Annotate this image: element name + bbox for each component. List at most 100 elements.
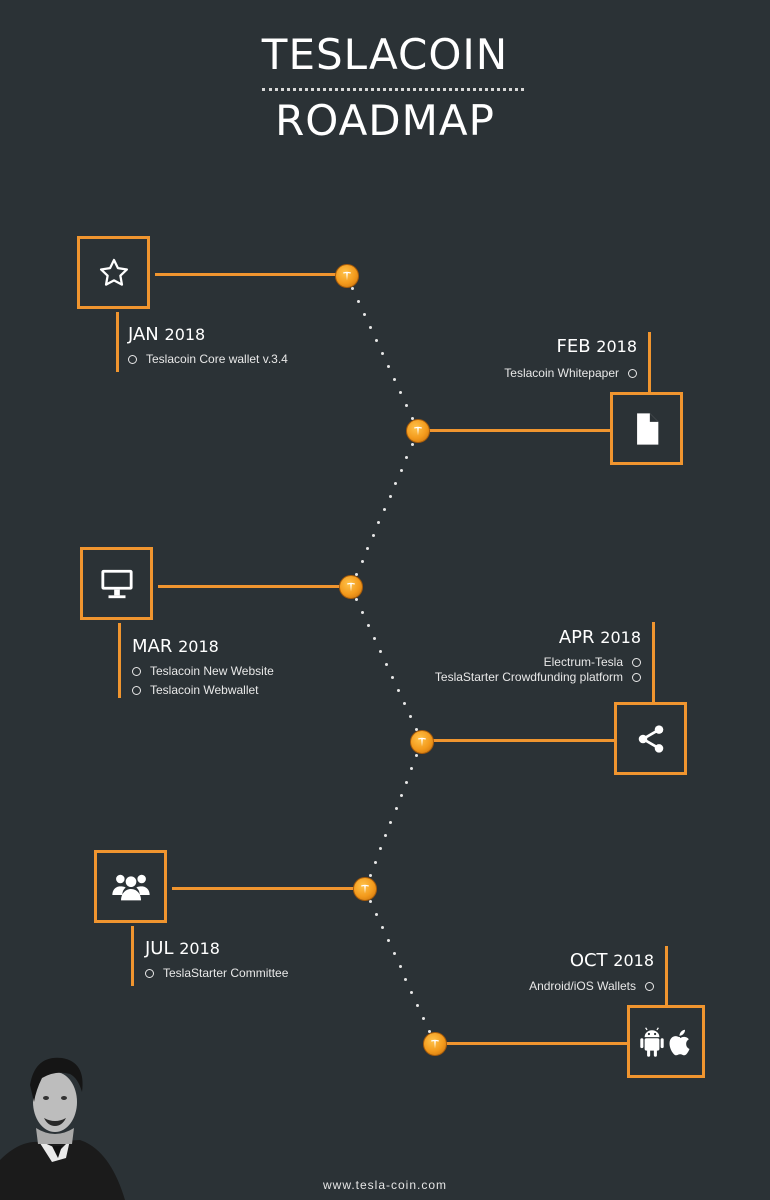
milestone-mar-item-2-label: Teslacoin Webwallet — [150, 683, 259, 697]
timeline-dot — [369, 326, 373, 330]
timeline-dot — [357, 300, 361, 304]
timeline-dot — [399, 793, 403, 797]
timeline-dot — [386, 939, 390, 943]
milestone-oct-coin — [423, 1032, 447, 1056]
milestone-apr-connector — [432, 739, 614, 742]
timeline-dot — [385, 663, 388, 666]
milestone-mar-year: 2018 — [178, 637, 219, 656]
bullet-circle-icon — [132, 666, 141, 676]
footer-url: www.tesla-coin.com — [322, 1178, 448, 1192]
milestone-feb-coin — [406, 419, 430, 443]
milestone-jan-year: 2018 — [164, 325, 206, 344]
timeline-dot — [381, 926, 384, 930]
timeline-dot — [381, 352, 384, 355]
milestone-apr-item-2: TeslaStarter Crowdfunding platform — [435, 670, 641, 684]
teslacoin-icon — [431, 1039, 439, 1049]
milestone-feb-icon-box — [610, 392, 683, 465]
milestone-feb-connector — [428, 429, 610, 432]
timeline-dot — [355, 598, 359, 602]
timeline-dot — [410, 990, 414, 994]
timeline-dot — [377, 520, 381, 524]
milestone-mar-item-2: Teslacoin Webwallet — [132, 683, 259, 697]
timeline-dot — [386, 364, 390, 368]
timeline-dot — [398, 390, 402, 394]
timeline-dot — [404, 977, 408, 981]
portrait-illustration — [0, 1057, 125, 1200]
milestone-apr-item-2-label: TeslaStarter Crowdfunding platform — [434, 670, 623, 684]
milestone-oct-vline — [665, 946, 668, 1006]
milestone-jan-coin — [335, 264, 359, 288]
milestone-oct-item-label: Android/iOS Wallets — [529, 979, 636, 993]
timeline-dot — [414, 727, 418, 731]
milestone-jul-icon-box — [94, 850, 167, 923]
milestone-jan-vline — [116, 312, 119, 372]
timeline-dot — [379, 847, 383, 851]
milestone-mar-connector — [158, 585, 340, 588]
timeline-dot — [408, 714, 412, 718]
milestone-oct-connector — [445, 1042, 627, 1045]
timeline-dot — [375, 339, 379, 343]
timeline-dot — [388, 494, 392, 498]
timeline-dot — [399, 468, 403, 472]
milestone-jan-date: JAN 2018 — [128, 324, 205, 345]
bullet-circle-icon — [632, 672, 641, 682]
timeline-dot — [421, 1016, 425, 1020]
monitor-icon — [100, 569, 133, 598]
bullet-circle-icon — [132, 685, 141, 695]
milestone-mar-icon-box — [80, 547, 153, 620]
timeline-dot — [363, 313, 367, 317]
milestone-mar-item-1-label: Teslacoin New Website — [150, 664, 274, 678]
milestone-jan-item: Teslacoin Core wallet v.3.4 — [128, 352, 288, 366]
milestone-apr-item-1: Electrum-Tesla — [544, 655, 641, 669]
timeline-dot — [361, 611, 365, 615]
milestone-feb-date: FEB 2018 — [556, 336, 637, 357]
timeline-dot — [379, 650, 383, 654]
milestone-apr-date: APR 2018 — [559, 627, 641, 648]
milestone-apr-month: APR — [558, 627, 595, 648]
milestone-jul-date: JUL 2018 — [145, 938, 220, 959]
timeline-dot — [355, 572, 359, 576]
milestone-oct-month: OCT — [569, 950, 608, 971]
milestone-feb-month: FEB — [556, 336, 591, 357]
apple-icon — [669, 1029, 690, 1055]
timeline-dot — [402, 701, 406, 705]
timeline-dot — [404, 403, 408, 407]
timeline-dot — [392, 377, 396, 381]
milestone-mar-month: MAR — [132, 636, 173, 657]
timeline-dot — [367, 624, 371, 628]
timeline-dot — [410, 416, 414, 420]
timeline-dot — [366, 546, 370, 550]
milestone-jan-month: JAN — [128, 324, 159, 345]
milestone-oct-date: OCT 2018 — [570, 950, 654, 971]
title-line-2: ROADMAP — [275, 96, 495, 145]
timeline-dot — [392, 952, 396, 956]
milestone-apr-coin — [410, 730, 434, 754]
milestone-mar-coin — [339, 575, 363, 599]
teslacoin-icon — [361, 884, 369, 894]
bullet-circle-icon — [628, 368, 637, 378]
title-divider — [262, 88, 524, 91]
timeline-dot — [375, 913, 379, 917]
milestone-jul-month: JUL — [145, 938, 174, 959]
milestone-jul-vline — [131, 926, 134, 986]
timeline-dot — [410, 442, 414, 446]
timeline-dot — [396, 688, 400, 692]
timeline-dot — [373, 637, 377, 641]
milestone-jan-icon-box — [77, 236, 150, 309]
milestone-jul-year: 2018 — [179, 939, 220, 958]
milestone-apr-item-1-label: Electrum-Tesla — [543, 655, 623, 669]
milestone-jan-connector — [155, 273, 337, 276]
milestone-feb-year: 2018 — [596, 337, 637, 356]
timeline-dot — [369, 900, 373, 904]
bullet-circle-icon — [632, 657, 641, 667]
timeline-dot — [427, 1029, 431, 1033]
milestone-feb-item: Teslacoin Whitepaper — [504, 366, 637, 380]
timeline-dot — [416, 1003, 419, 1007]
timeline-dot — [415, 753, 419, 757]
milestone-mar-vline — [118, 623, 121, 698]
timeline-dot — [368, 874, 372, 878]
timeline-dot — [384, 834, 388, 838]
document-icon — [636, 412, 658, 445]
milestone-oct-year: 2018 — [613, 951, 654, 970]
timeline-dot — [394, 481, 398, 485]
